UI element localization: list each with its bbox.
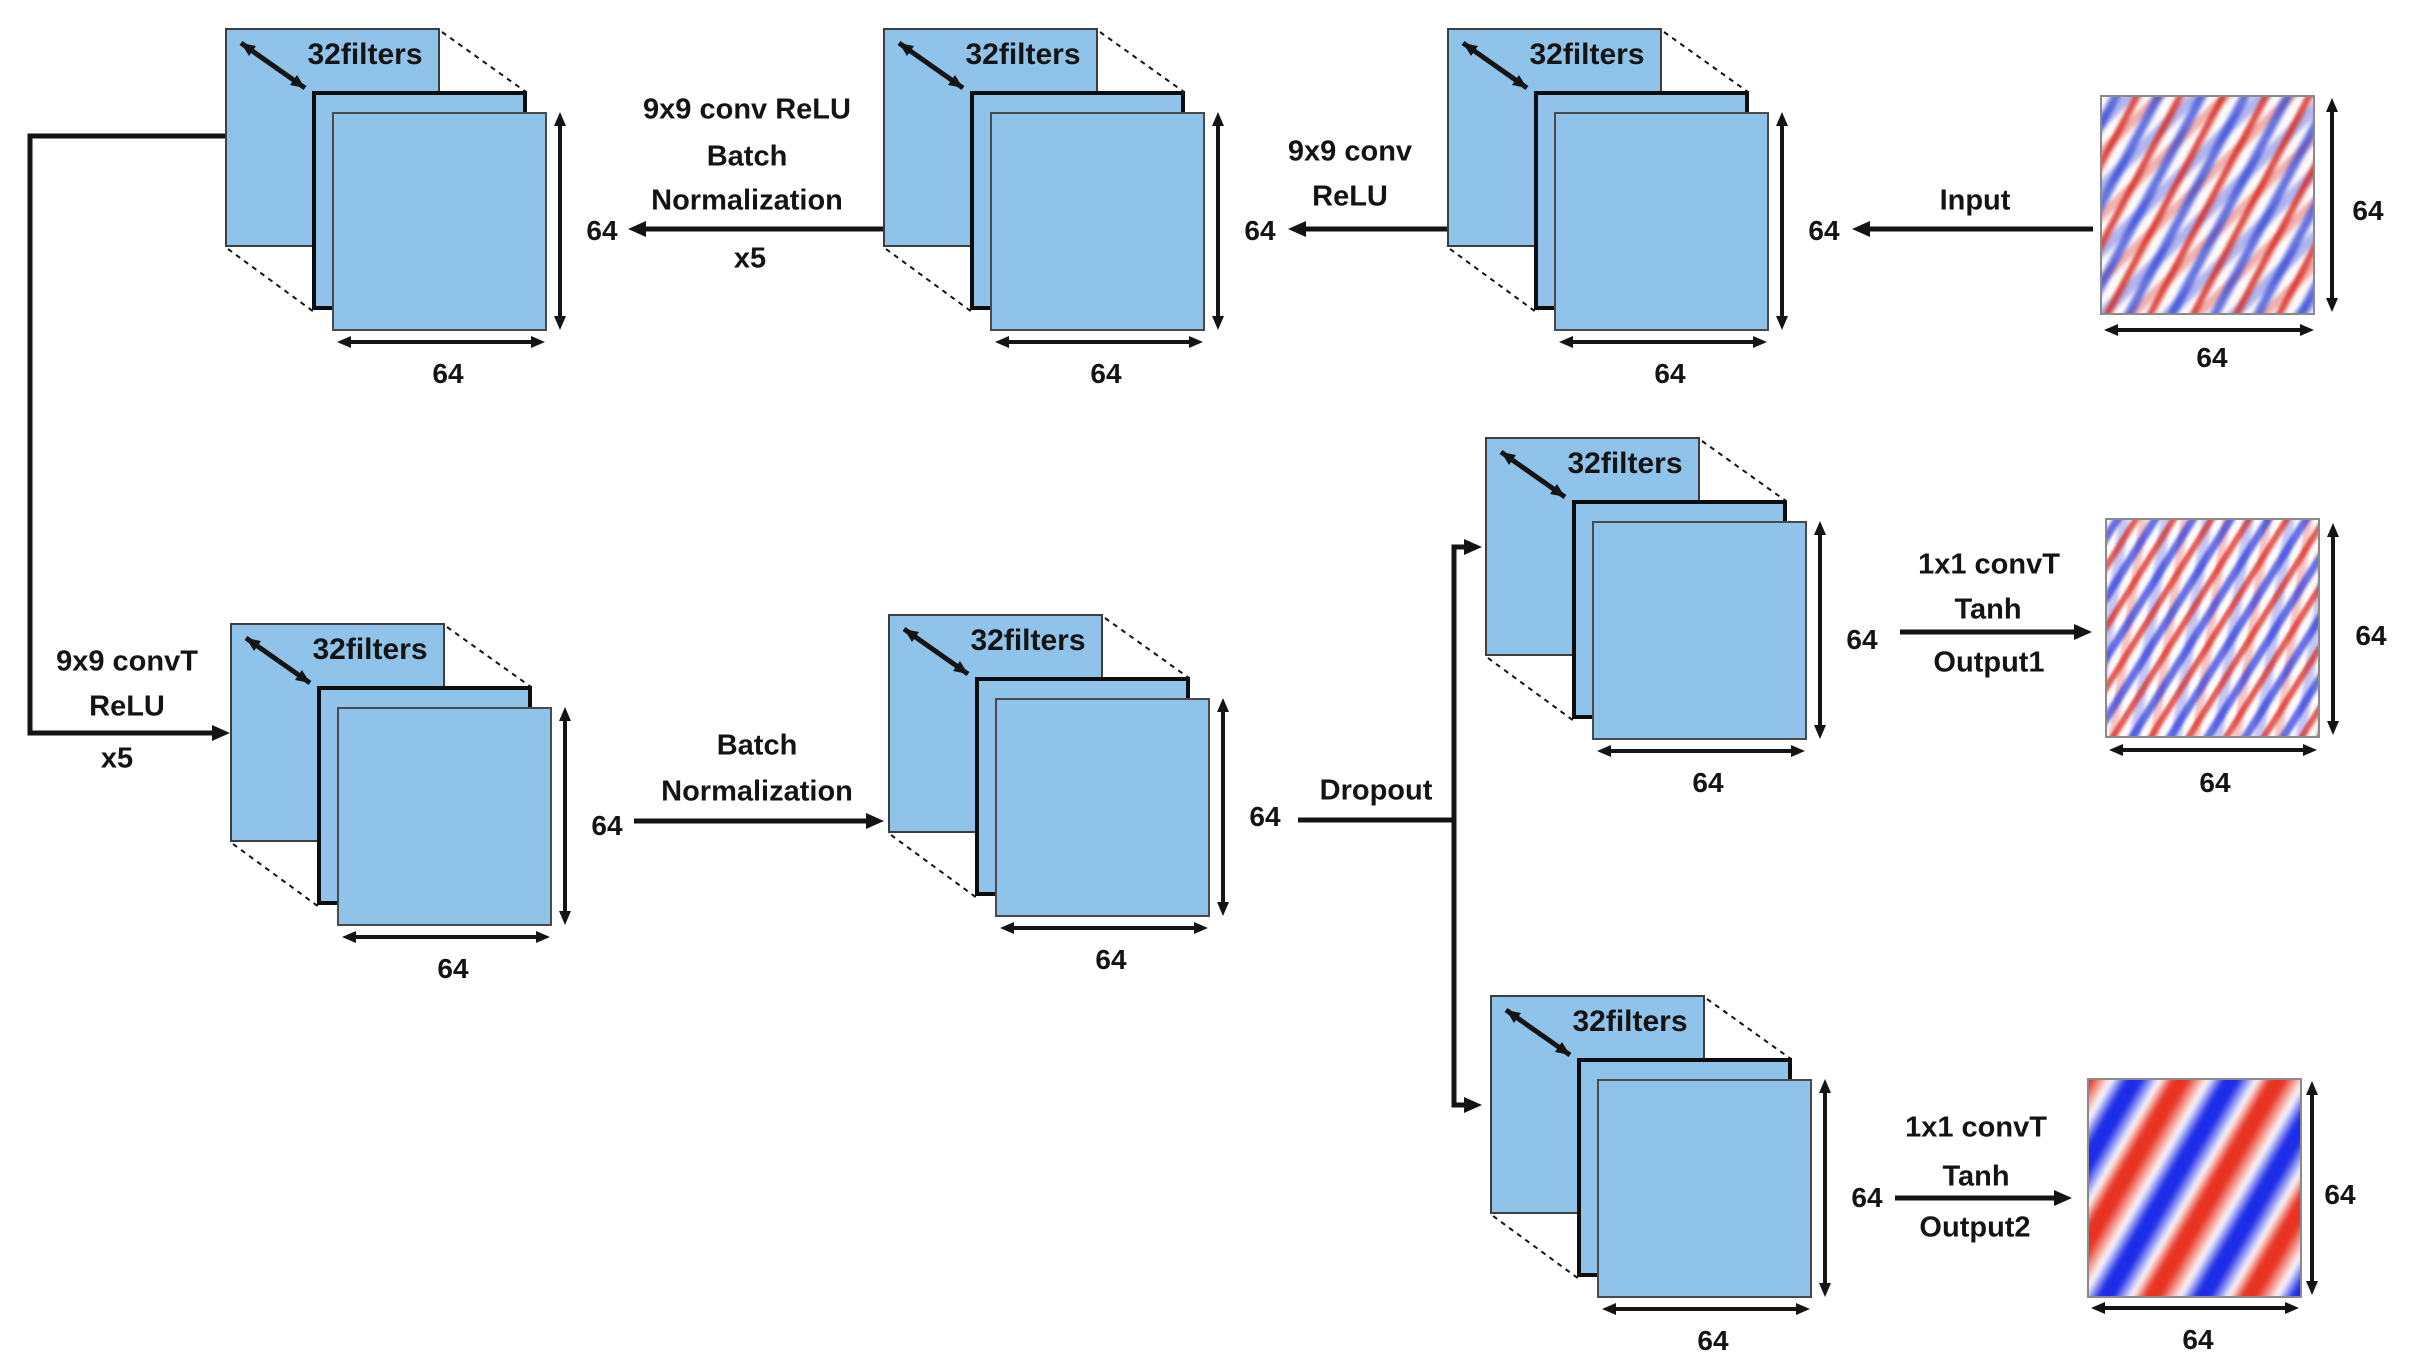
filters-count-label: 32filters — [307, 38, 423, 71]
edge-label-output2-line3: Output2 — [1919, 1211, 2031, 1244]
filters-count-label: 32filters — [1567, 447, 1683, 480]
output1-height-dim-label: 64 — [2355, 620, 2387, 651]
feature-map-stack-1: 32filters 64 64 — [225, 28, 625, 408]
height-dim-label: 64 — [1249, 801, 1281, 832]
feature-map-stack-2: 32filters 64 64 — [883, 28, 1283, 408]
input-image — [2100, 95, 2315, 315]
panel-front — [995, 698, 1210, 917]
edge-label-output1-line1: 1x1 convT — [1918, 548, 2060, 581]
edge-label-conv-bn-line3: Normalization — [651, 184, 843, 217]
filters-count-label: 32filters — [1572, 1005, 1688, 1038]
input-image-texture — [2102, 97, 2313, 313]
height-dim-label: 64 — [1851, 1182, 1883, 1213]
height-dim-label: 64 — [1808, 215, 1840, 246]
output1-width-dim-label: 64 — [2199, 767, 2231, 798]
output2-image-texture — [2089, 1080, 2300, 1296]
filters-count-label: 32filters — [970, 624, 1086, 657]
width-dim-label: 64 — [1697, 1325, 1729, 1356]
input-width-dim-label: 64 — [2196, 342, 2228, 373]
edge-label-output1-line3: Output1 — [1933, 646, 2045, 679]
output2-width-dim-label: 64 — [2182, 1324, 2214, 1355]
panel-front — [332, 112, 547, 331]
filters-count-label: 32filters — [1529, 38, 1645, 71]
edge-label-conv-relu-line1: 9x9 conv — [1287, 135, 1413, 168]
edge-label-dropout: Dropout — [1319, 774, 1433, 807]
arrow-conv-relu-icon — [1288, 221, 1447, 237]
width-dim-label: 64 — [1090, 358, 1122, 389]
edge-label-input: Input — [1939, 184, 2011, 217]
height-dim-label: 64 — [1846, 624, 1878, 655]
edge-label-conv-bn-line1: 9x9 conv ReLU — [643, 93, 851, 126]
edge-label-conv-bn-repeat: x5 — [733, 242, 767, 275]
width-dim-label: 64 — [1654, 358, 1686, 389]
feature-map-stack-6: 32filters 64 64 — [1485, 437, 1885, 817]
panel-front — [337, 707, 552, 926]
stack-dimension-arrows — [230, 623, 630, 983]
edge-label-skip-repeat: x5 — [100, 742, 134, 775]
edge-label-skip-line2: ReLU — [89, 690, 165, 723]
dropout-split-line-icon — [1298, 539, 1482, 1113]
stack-dimension-arrows — [1485, 437, 1885, 797]
edge-label-output1-line2: Tanh — [1954, 593, 2022, 626]
arrow-batch-norm-icon — [634, 813, 884, 829]
output1-image — [2105, 518, 2320, 738]
edge-label-conv-bn-line2: Batch — [706, 140, 788, 173]
stack-dimension-arrows — [888, 614, 1288, 974]
input-height-dim-label: 64 — [2352, 195, 2384, 226]
height-dim-label: 64 — [586, 215, 618, 246]
panel-front — [1554, 112, 1769, 331]
panel-front — [1597, 1079, 1812, 1298]
output2-height-dim-label: 64 — [2324, 1179, 2356, 1210]
stack-dimension-arrows — [883, 28, 1283, 388]
edge-label-output2-line2: Tanh — [1942, 1160, 2010, 1193]
feature-map-stack-5: 32filters 64 64 — [888, 614, 1288, 994]
edge-label-conv-relu-line2: ReLU — [1312, 180, 1388, 213]
feature-map-stack-3: 32filters 64 64 — [1447, 28, 1847, 408]
height-dim-label: 64 — [591, 810, 623, 841]
feature-map-stack-7: 32filters 64 64 — [1490, 995, 1890, 1368]
arrow-conv-bn-icon — [628, 221, 883, 237]
width-dim-label: 64 — [1095, 944, 1127, 975]
width-dim-label: 64 — [432, 358, 464, 389]
stack-dimension-arrows — [1447, 28, 1847, 388]
stack-dimension-arrows — [225, 28, 625, 388]
edge-label-bn-line1: Batch — [716, 729, 798, 762]
edge-label-bn-line2: Normalization — [661, 775, 853, 808]
arrow-input-icon — [1852, 221, 2093, 237]
feature-map-stack-4: 32filters 64 64 — [230, 623, 630, 1003]
panel-front — [1592, 521, 1807, 740]
output1-image-texture — [2107, 520, 2318, 736]
edge-label-skip-line1: 9x9 convT — [56, 645, 198, 678]
panel-front — [990, 112, 1205, 331]
filters-count-label: 32filters — [965, 38, 1081, 71]
width-dim-label: 64 — [437, 953, 469, 984]
output2-image — [2087, 1078, 2302, 1298]
edge-label-output2-line1: 1x1 convT — [1905, 1111, 2047, 1144]
width-dim-label: 64 — [1692, 767, 1724, 798]
filters-count-label: 32filters — [312, 633, 428, 666]
height-dim-label: 64 — [1244, 215, 1276, 246]
stack-dimension-arrows — [1490, 995, 1890, 1355]
